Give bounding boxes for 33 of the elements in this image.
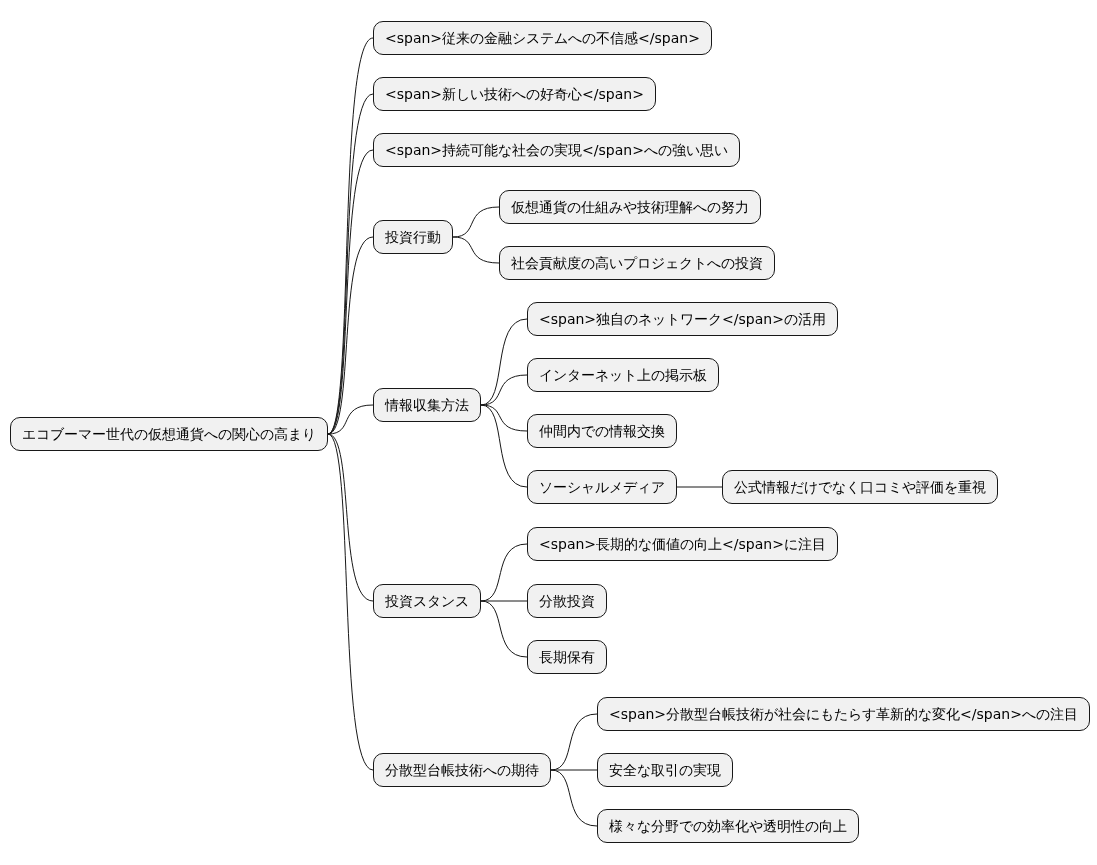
connector-line: [327, 404, 374, 435]
connector-line: [327, 433, 374, 602]
topic-box: <span>独自のネットワーク</span>の活用: [527, 302, 838, 336]
connector-line: [480, 600, 528, 658]
connector-line: [550, 769, 598, 827]
topic-box: エコブーマー世代の仮想通貨への関心の高まり: [10, 417, 328, 451]
topic-box: 仲間内での情報交換: [527, 414, 677, 448]
topic-box: <span>長期的な価値の向上</span>に注目: [527, 527, 838, 561]
topic-box: 公式情報だけでなく口コミや評価を重視: [722, 470, 998, 504]
topic-box: <span>分散型台帳技術が社会にもたらす革新的な変化</span>への注目: [597, 697, 1090, 731]
connector-line: [327, 433, 374, 771]
connector-line: [327, 236, 374, 435]
connector-line: [676, 486, 723, 488]
topic-box: 情報収集方法: [373, 388, 481, 422]
topic-box: <span>新しい技術への好奇心</span>: [373, 77, 656, 111]
topic-box: 仮想通貨の仕組みや技術理解への努力: [499, 190, 761, 224]
connector-line: [452, 236, 500, 264]
connector-line: [550, 769, 598, 771]
topic-box: インターネット上の掲示板: [527, 358, 719, 392]
topic-box: 長期保有: [527, 640, 607, 674]
topic-box: 様々な分野での効率化や透明性の向上: [597, 809, 859, 843]
topic-box: 分散型台帳技術への期待: [373, 753, 551, 787]
topic-box: 社会貢献度の高いプロジェクトへの投資: [499, 246, 775, 280]
topic-box: <span>持続可能な社会の実現</span>への強い思い: [373, 133, 740, 167]
topic-box: 分散投資: [527, 584, 607, 618]
topic-box: 投資スタンス: [373, 584, 481, 618]
topic-box: 投資行動: [373, 220, 453, 254]
topic-box: ソーシャルメディア: [527, 470, 677, 504]
connector-line: [480, 600, 528, 602]
topic-box: 安全な取引の実現: [597, 753, 733, 787]
topic-box: <span>従来の金融システムへの不信感</span>: [373, 21, 712, 55]
connector-line: [480, 404, 528, 488]
connector-line: [480, 404, 528, 432]
